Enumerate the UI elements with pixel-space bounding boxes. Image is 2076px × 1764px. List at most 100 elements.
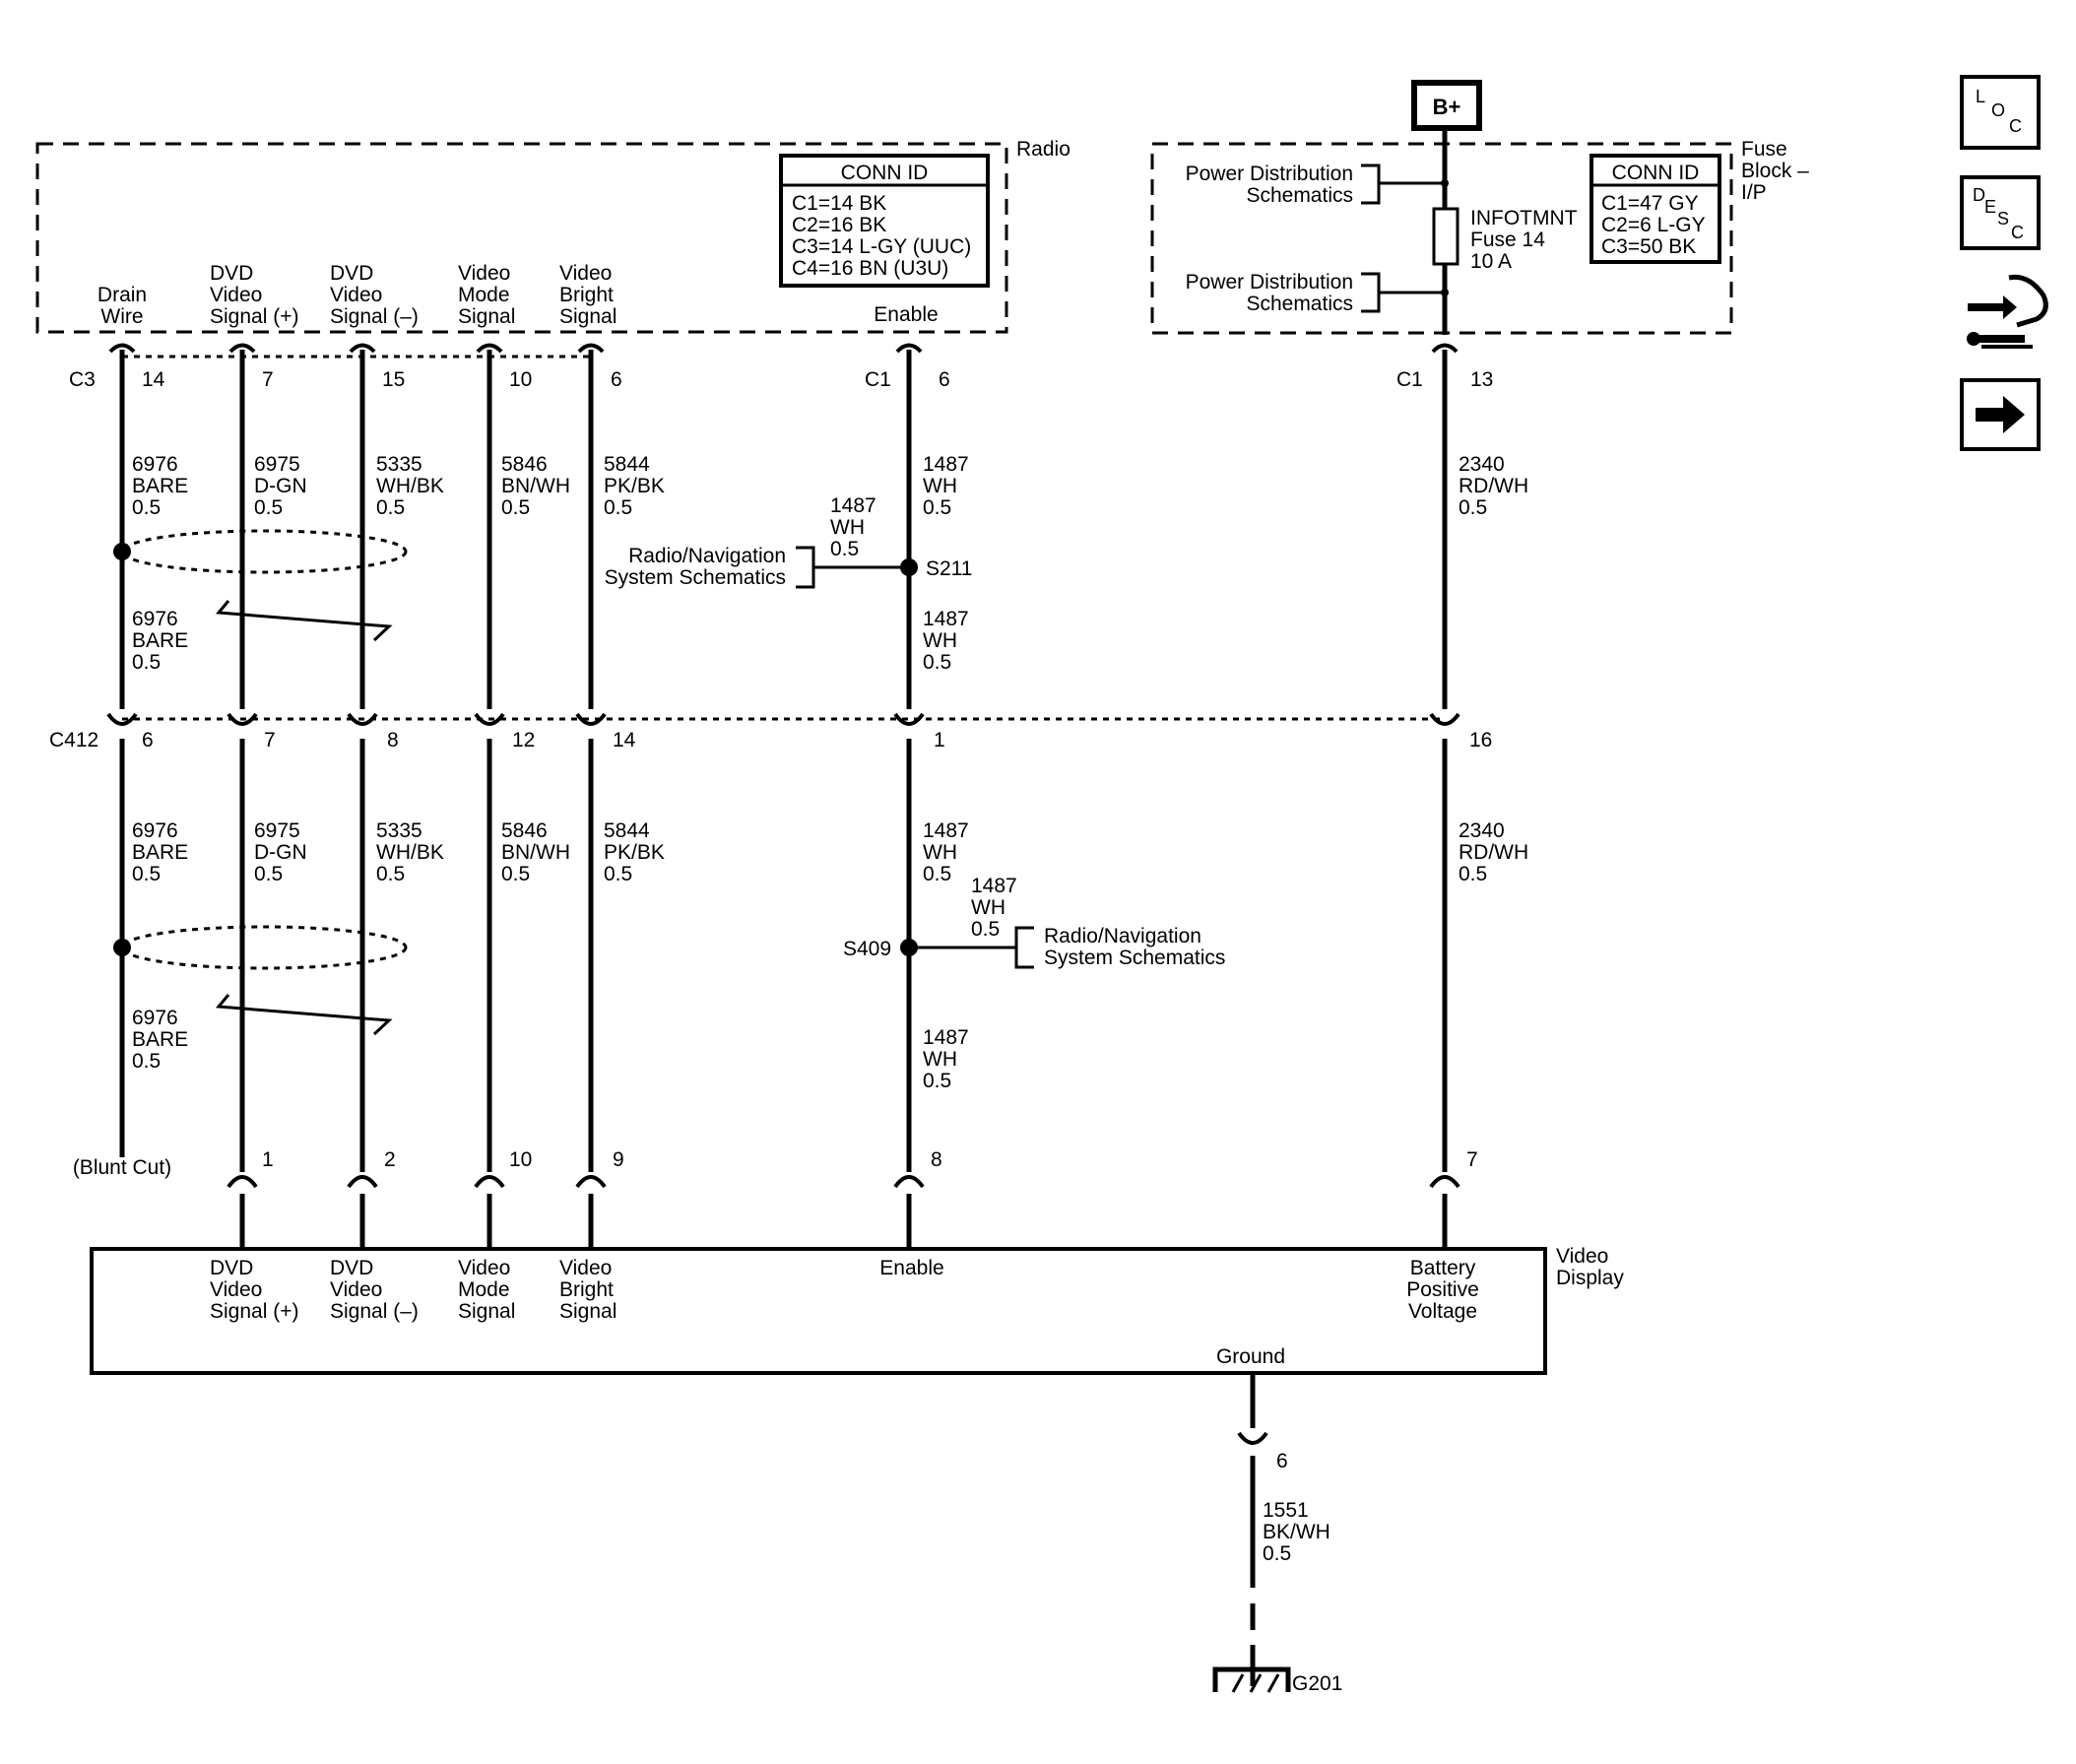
- wire-s409-branch-circuit: 1487: [971, 875, 1017, 897]
- radio-conn-id-3: C3=14 L-GY (UUC): [792, 235, 971, 258]
- wire-upper-dvdpos-circuit: 6975: [254, 453, 300, 476]
- wire-s211-below-size: 0.5: [923, 651, 951, 674]
- display-pin-mode: 10: [509, 1148, 532, 1171]
- wire-upper-drain-circuit: 6976: [132, 453, 178, 476]
- wire-upper-dvdneg-circuit: 5335: [376, 453, 422, 476]
- s409-ref-line-1: Radio/Navigation: [1044, 925, 1201, 947]
- radio-dvd-pos-label-1: DVD: [210, 262, 253, 285]
- wire-upper-drain-size: 0.5: [132, 496, 161, 519]
- c412-pin-bright: 14: [613, 729, 636, 751]
- arrow-right-icon: [1976, 396, 2025, 433]
- desc-letter-s: S: [1997, 209, 2009, 229]
- next-arrow-button[interactable]: [1960, 378, 2041, 451]
- display-dvd-pos-label-2: Video: [210, 1278, 262, 1301]
- fuse-block-label-2: Block –: [1741, 160, 1809, 182]
- display-ground-label: Ground: [1216, 1345, 1285, 1368]
- radio-module: Radio CONN ID C1=14 BK C2=16 BK C3=14 L-…: [35, 138, 1070, 334]
- fuse-symbol: [1432, 207, 1460, 266]
- wire-lower-dvdneg-color: WH/BK: [376, 841, 444, 864]
- wire-lower-battery-color: RD/WH: [1459, 841, 1528, 864]
- display-bright-label-3: Signal: [559, 1300, 616, 1323]
- display-dvd-neg-label-3: Signal (–): [330, 1300, 419, 1323]
- wire-upper-enable-color: WH: [923, 475, 957, 497]
- desc-letter-d: D: [1973, 185, 1985, 205]
- description-button[interactable]: D E S C: [1960, 175, 2041, 250]
- fuse-block-label-3: I/P: [1741, 181, 1767, 204]
- fuse-conn-id-title: CONN ID: [1612, 162, 1700, 184]
- c1-radio-pin: 6: [939, 368, 950, 391]
- wire-s409-branch-color: WH: [971, 896, 1006, 919]
- fuse-conn-id-2: C2=6 L-GY: [1601, 214, 1706, 236]
- display-battery-label-3: Voltage: [1408, 1300, 1477, 1323]
- display-dvd-neg-label-2: Video: [330, 1278, 382, 1301]
- wire-s211-branch-color: WH: [830, 516, 865, 539]
- wire-upper-dvdneg-size: 0.5: [376, 496, 405, 519]
- c412-pin-dvd-pos: 7: [264, 729, 276, 751]
- wire-lower-bright-circuit: 5844: [604, 819, 650, 842]
- location-button[interactable]: L O C: [1960, 75, 2041, 150]
- wire-lower-dvdpos-color: D-GN: [254, 841, 307, 864]
- wire-upper-mode-size: 0.5: [501, 496, 530, 519]
- c412-pin-enable: 1: [934, 729, 945, 751]
- s211-ref-line-1: Radio/Navigation: [628, 545, 786, 567]
- wire-s409-below-size: 0.5: [923, 1070, 951, 1092]
- radio-drain-label-1: Drain: [97, 284, 147, 306]
- power-dist-ref-1-line-1: Power Distribution: [1186, 163, 1353, 185]
- fuse-conn-id-1: C1=47 GY: [1601, 192, 1699, 215]
- splice-s409: S409 Radio/Navigation System Schematics: [843, 925, 1225, 969]
- wire-s211-branch-size: 0.5: [830, 538, 859, 560]
- connector-repair-icon[interactable]: [1967, 274, 2048, 349]
- c412-pin-mode: 12: [512, 729, 535, 751]
- radio-conn-id-4: C4=16 BN (U3U): [792, 257, 948, 280]
- radio-dvd-pos-label-3: Signal (+): [210, 305, 298, 328]
- radio-bright-label-3: Signal: [559, 305, 616, 328]
- desc-letter-e: E: [1984, 197, 1996, 217]
- display-dvd-pos-label-1: DVD: [210, 1257, 253, 1279]
- radio-bright-label-1: Video: [559, 262, 612, 285]
- s211-ref-line-2: System Schematics: [605, 566, 786, 589]
- wire-s409-branch-size: 0.5: [971, 918, 1000, 941]
- loc-letter-c: C: [2009, 116, 2022, 136]
- radio-conn-id-box: CONN ID C1=14 BK C2=16 BK C3=14 L-GY (UU…: [779, 154, 990, 288]
- fuse-block-label-1: Fuse: [1741, 138, 1787, 161]
- c1-fuse-pin: 13: [1470, 368, 1493, 391]
- wire-upper-dvdpos-size: 0.5: [254, 496, 283, 519]
- radio-dvd-pos-label-2: Video: [210, 284, 262, 306]
- wire-upper-mode-circuit: 5846: [501, 453, 548, 476]
- display-enable-label: Enable: [879, 1257, 943, 1279]
- wire-lower-battery-size: 0.5: [1459, 863, 1487, 885]
- wire-drain-upper-2-size: 0.5: [132, 651, 161, 674]
- wire-labels-upper: 6976 BARE 0.5 6975 D-GN 0.5 5335 WH/BK 0…: [132, 453, 1528, 674]
- wire-lower-enable-color: WH: [923, 841, 957, 864]
- wire-upper-enable-size: 0.5: [923, 496, 951, 519]
- c412-pin-dvd-neg: 8: [387, 729, 399, 751]
- wire-lower-mode-size: 0.5: [501, 863, 530, 885]
- wire-lower-mode-circuit: 5846: [501, 819, 548, 842]
- wire-upper-battery-circuit: 2340: [1459, 453, 1505, 476]
- blunt-cut-label: (Blunt Cut): [73, 1156, 171, 1179]
- radio-mode-label-2: Mode: [458, 284, 510, 306]
- g201-label: G201: [1292, 1672, 1342, 1695]
- c1-fuse-name: C1: [1396, 368, 1423, 391]
- battery-positive-source: B+: [1411, 80, 1482, 131]
- display-battery-label-1: Battery: [1410, 1257, 1476, 1279]
- ground-g201: G201: [1212, 1666, 1342, 1695]
- loc-letter-l: L: [1976, 87, 1985, 106]
- display-dvd-neg-label-1: DVD: [330, 1257, 373, 1279]
- wire-drain-upper-2-color: BARE: [132, 629, 188, 652]
- c3-name: C3: [69, 368, 96, 391]
- wire-upper-bright-color: PK/BK: [604, 475, 665, 497]
- fuse-name-3: 10 A: [1470, 250, 1512, 273]
- wire-s211-below-circuit: 1487: [923, 608, 969, 630]
- radio-conn-id-1: C1=14 BK: [792, 192, 886, 215]
- radio-mode-label-1: Video: [458, 262, 510, 285]
- c3-pin-dvd-pos: 7: [262, 368, 274, 391]
- wire-lower-mode-color: BN/WH: [501, 841, 570, 864]
- radio-dvd-neg-label-2: Video: [330, 284, 382, 306]
- wire-lower-drain-size: 0.5: [132, 863, 161, 885]
- wire-upper-mode-color: BN/WH: [501, 475, 570, 497]
- shield-upper: [113, 529, 408, 642]
- radio-drain-label-2: Wire: [100, 305, 143, 328]
- wire-lower-dvdneg-circuit: 5335: [376, 819, 422, 842]
